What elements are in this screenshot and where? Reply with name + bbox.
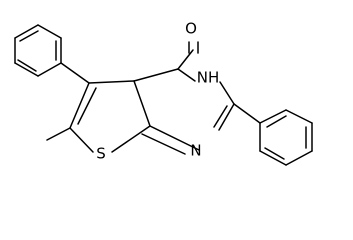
chemical-structure: O NH N S [14,20,313,166]
phenyl-thiophene-bond [60,62,90,84]
thiophene-ring [69,80,151,153]
bond-group [14,24,313,166]
pyrimidine-phenyl-bond [233,103,261,124]
s-atom-label: S [96,145,106,163]
right-phenyl-ring [259,109,313,166]
pyrimidinone-ring [133,49,235,155]
oxygen-atom-label: O [185,20,197,38]
n-atom-label: N [190,142,201,160]
methyl-bond [46,127,71,141]
nh-atom-label: NH [197,69,220,87]
left-phenyl-ring [14,24,62,77]
